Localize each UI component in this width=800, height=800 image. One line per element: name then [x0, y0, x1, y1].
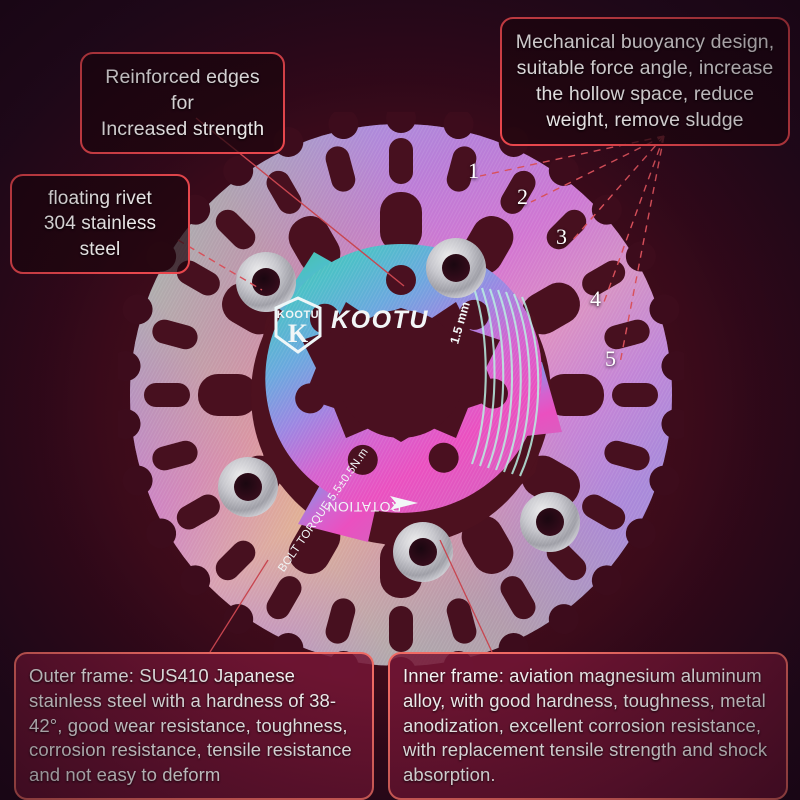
brand-badge-icon: KOOTU K [274, 296, 322, 354]
hotspot-label-1: 1 [468, 158, 479, 183]
hotspot-label-4: 4 [590, 286, 601, 311]
center-bore [302, 302, 500, 442]
hotspot-label-2: 2 [517, 184, 528, 209]
vent-fin-lines [471, 287, 540, 477]
callout-inner-frame: Inner frame: aviation magnesium aluminum… [388, 652, 788, 800]
callout-reinforced-edges: Reinforced edges for Increased strength [80, 52, 285, 155]
callout-floating-rivet-text: floating rivet 304 stainless steel [43, 188, 157, 260]
callout-outer-frame: Outer frame: SUS410 Japanese stainless s… [14, 652, 374, 800]
badge-letter: K [288, 319, 309, 348]
hotspot-label-5: 5 [605, 346, 616, 371]
brand-wordmark: KOOTU [331, 306, 429, 334]
callout-mechanical-buoyancy-text: Mechanical buoyancy design, suitable for… [515, 31, 775, 132]
rotation-arrow-icon [390, 496, 418, 510]
badge-wordmark: KOOTU [277, 309, 319, 321]
rotor-inner-carrier [265, 244, 562, 542]
callout-outer-frame-text: Outer frame: SUS410 Japanese stainless s… [29, 665, 352, 786]
callout-inner-frame-text: Inner frame: aviation magnesium aluminum… [403, 665, 768, 786]
hotspot-label-3: 3 [556, 224, 567, 249]
callout-reinforced-edges-text: Reinforced edges for Increased strength [100, 66, 265, 141]
disc-brake-rotor-image: KOOTU K KOOTU 1.5 mm ROTATION BOLT TORQU… [118, 112, 684, 678]
rotation-marking: ROTATION [327, 499, 401, 515]
callout-mechanical-buoyancy: Mechanical buoyancy design, suitable for… [500, 17, 790, 146]
callout-floating-rivet: floating rivet 304 stainless steel [10, 174, 190, 275]
